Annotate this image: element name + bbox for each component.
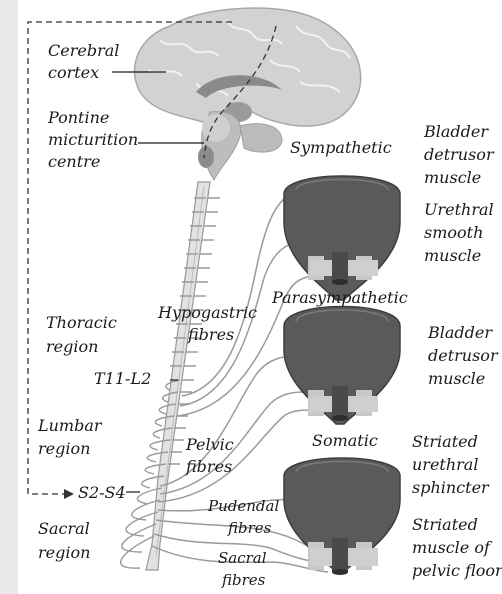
- heading-somatic: Somatic: [312, 431, 378, 450]
- heading-parasympathetic: Parasympathetic: [271, 288, 408, 307]
- label-s2-s4: S2-S4: [78, 483, 126, 502]
- medulla: [198, 146, 214, 168]
- pons: [202, 114, 230, 142]
- label-t11-l2: T11-L2: [94, 369, 151, 388]
- heading-sympathetic: Sympathetic: [290, 138, 392, 157]
- cerebellum: [240, 124, 282, 152]
